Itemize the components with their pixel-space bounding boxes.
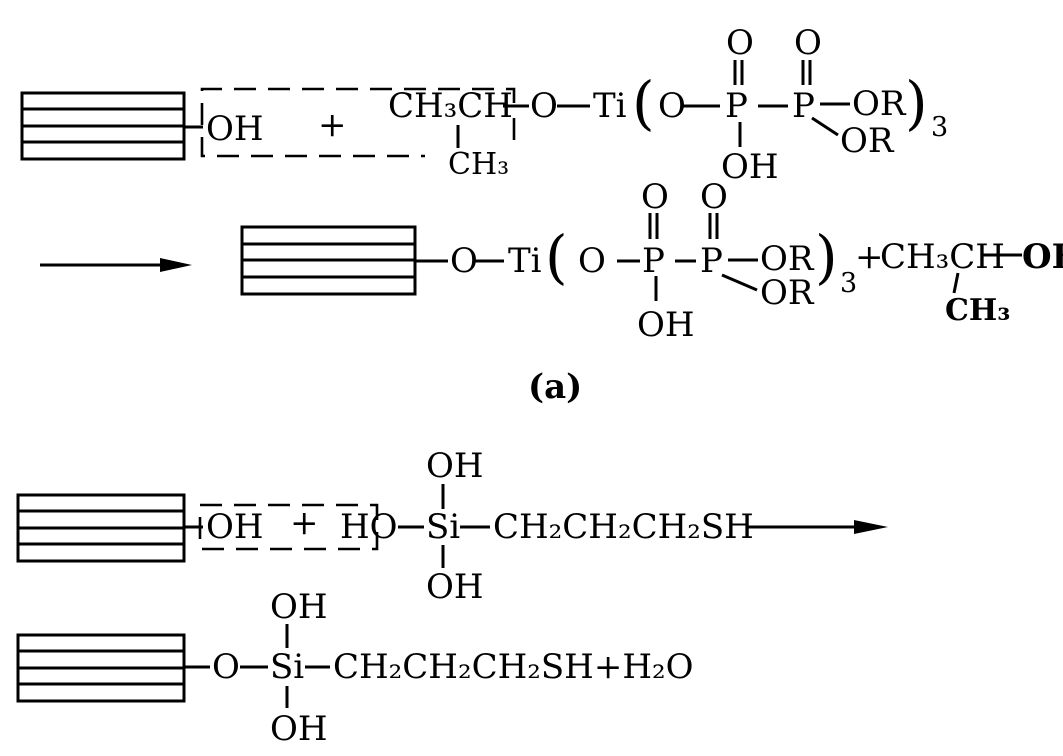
titanium-a2: Ti [508, 241, 542, 281]
mercaptopropyl-chain-water-b2: CH₂CH₂CH₂SH+H₂O [333, 647, 694, 687]
silicon-b2: Si [270, 647, 305, 687]
dashed-box-a [200, 87, 516, 158]
phosphorus-1-a2: P [642, 241, 665, 281]
oxo-oxygen-2-a: O [794, 23, 822, 63]
titanium-a: Ti [593, 86, 627, 126]
mercaptopropyl-chain-b: CH₂CH₂CH₂SH [493, 507, 754, 547]
bridge-oxygen-a2: O [450, 241, 478, 281]
silanol-ho: HO [340, 507, 398, 547]
silanol-oh-bottom-b: OH [426, 567, 484, 607]
silanol-oh-top-b: OH [426, 446, 484, 486]
inner-oxygen-a2: O [578, 241, 606, 281]
alkoxy-1-a: OR [852, 84, 906, 124]
substrate-block-b1 [16, 493, 186, 563]
panel-label-a: (a) [528, 367, 583, 407]
surface-hydroxyl-b: OH [206, 507, 264, 547]
bond-p2-or2-a [811, 116, 839, 137]
reaction-arrowhead-b [854, 520, 888, 534]
silicon-b: Si [426, 507, 461, 547]
isopropanol-methyl: CH₃ [945, 293, 1011, 328]
plus-sign-a: + [318, 105, 347, 145]
plus-sign-a2: + [855, 237, 884, 277]
subscript-3-a2: 3 [840, 268, 858, 299]
bridge-oxygen-b2: O [212, 647, 240, 687]
oxo-oxygen-2-a2: O [700, 177, 728, 217]
phosphorus-2-a2: P [700, 241, 723, 281]
alkoxy-2-a: OR [840, 121, 894, 161]
paren-open-a2: ( [545, 223, 568, 291]
ester-oxygen-a: O [530, 86, 558, 126]
subscript-3-a: 3 [931, 112, 949, 143]
substrate-block-b2 [16, 633, 186, 703]
isopropanol-hydroxyl: OH [1022, 237, 1063, 277]
alkoxy-1-a2: OR [760, 239, 814, 279]
paren-open-a: ( [632, 69, 655, 137]
phosphorus-1-a: P [725, 86, 748, 126]
isopropanol: CH₃CH [880, 237, 1005, 277]
silanol-oh-top-b2: OH [270, 587, 328, 627]
plus-sign-b: + [290, 503, 319, 543]
bond-p2-or2-a2 [721, 273, 758, 292]
silanol-oh-bottom-b2: OH [270, 709, 328, 749]
phosphoryl-hydroxyl-a: OH [721, 147, 779, 187]
phosphoryl-hydroxyl-a2: OH [637, 305, 695, 345]
reaction-arrowhead-a [160, 258, 192, 272]
oxo-oxygen-1-a2: O [641, 177, 669, 217]
paren-close-a2: ) [815, 223, 838, 291]
substrate-block-a1 [20, 91, 186, 161]
isopropyl-methyl: CH₃ [448, 147, 510, 182]
alkoxy-2-a2: OR [760, 273, 814, 313]
inner-oxygen-a: O [658, 86, 686, 126]
isopropyl-group: CH₃CH [388, 86, 513, 126]
substrate-block-a2 [240, 225, 417, 296]
dashed-box-b [198, 503, 379, 551]
oxo-oxygen-1-a: O [726, 23, 754, 63]
paren-close-a: ) [905, 69, 928, 137]
surface-hydroxyl-a: OH [206, 109, 264, 149]
bond-ch-ch3-a2 [952, 272, 960, 294]
phosphorus-2-a: P [792, 86, 815, 126]
